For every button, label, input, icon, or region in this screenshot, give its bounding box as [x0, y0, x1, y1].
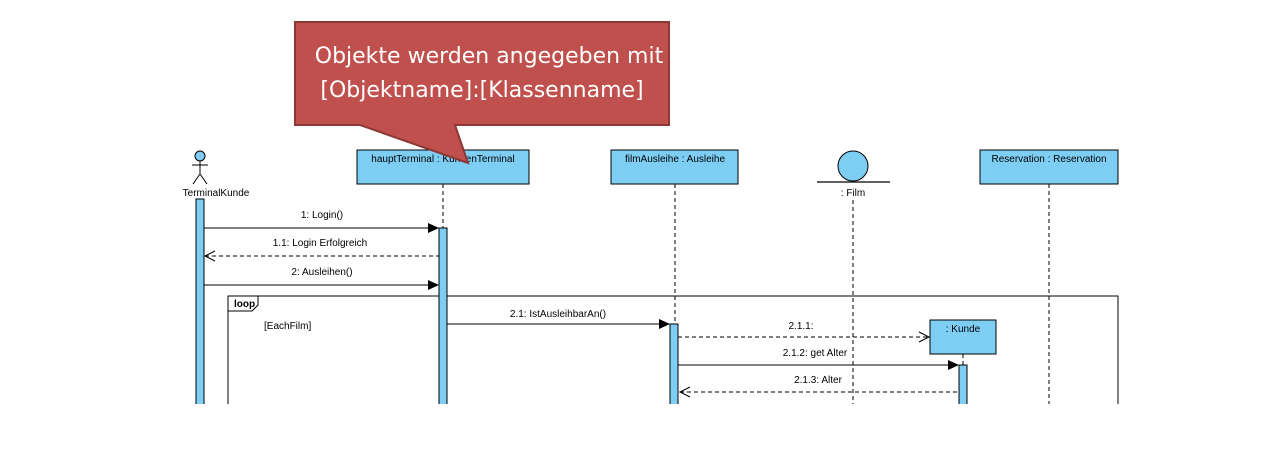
entity-icon: [837, 150, 869, 182]
loop-fragment: loop [EachFilm]: [227, 295, 1119, 404]
actor-left-leg-icon: [192, 173, 201, 185]
message-ausleihen: 2: Ausleihen(): [204, 267, 439, 290]
loop-operator-tab: [227, 295, 259, 312]
callout-line-1: Objekte werden angegeben mit: [315, 44, 664, 69]
actor-right-leg-icon: [199, 173, 208, 185]
filled-arrowhead-icon: [948, 360, 959, 370]
activation-bar: [669, 323, 679, 404]
filled-arrowhead-icon: [428, 280, 439, 290]
callout-line-2: [Objektname]:[Klassenname]: [320, 78, 643, 103]
lifeline-label: : Kunde: [946, 324, 981, 335]
activation-bar: [438, 227, 448, 404]
diagram-body: loop [EachFilm] TerminalKunde hauptTermi…: [183, 149, 1119, 404]
open-arrowhead-icon: [918, 331, 931, 343]
message-label: 2.1.1:: [788, 321, 813, 332]
lifeline-haupt-terminal: hauptTerminal : KundenTerminal: [356, 149, 530, 404]
lifeline-film: : Film: [817, 150, 890, 404]
message-get-alter: 2.1.2: get Alter: [678, 348, 959, 370]
loop-operator-label: loop: [234, 299, 255, 310]
message-label: 1.1: Login Erfolgreich: [273, 238, 368, 249]
lifeline-box: [929, 319, 997, 355]
actor-name: TerminalKunde: [183, 188, 250, 199]
message-label: 2.1.3: Alter: [794, 375, 842, 386]
message-login: 1: Login(): [204, 210, 439, 233]
message-label: 1: Login(): [301, 210, 343, 221]
lifeline-label: Reservation : Reservation: [991, 154, 1106, 165]
message-login-erfolgreich: 1.1: Login Erfolgreich: [203, 238, 439, 262]
lifeline-box: [610, 149, 739, 185]
actor-activation-bar: [195, 198, 205, 404]
lifeline-label: hauptTerminal : KundenTerminal: [371, 154, 514, 165]
open-arrowhead-icon: [678, 386, 691, 398]
filled-arrowhead-icon: [659, 319, 670, 329]
callout-bubble: Objekte werden angegeben mit [Objektname…: [294, 21, 670, 165]
lifeline-label: : Film: [841, 188, 865, 199]
message-alter-return: 2.1.3: Alter: [678, 375, 959, 398]
activation-bar: [958, 364, 968, 404]
lifeline-film-ausleihe: filmAusleihe : Ausleihe: [610, 149, 739, 404]
open-arrowhead-icon: [203, 250, 216, 262]
message-label: 2: Ausleihen(): [291, 267, 352, 278]
actor-head-icon: [194, 150, 206, 162]
loop-guard-label: [EachFilm]: [264, 321, 311, 332]
callout-shape: [294, 21, 670, 165]
lifeline-box: [979, 149, 1119, 185]
message-create-kunde: 2.1.1:: [678, 321, 931, 343]
lifeline-kunde: : Kunde: [929, 319, 997, 404]
filled-arrowhead-icon: [428, 223, 439, 233]
lifeline-label: filmAusleihe : Ausleihe: [625, 154, 725, 165]
lifeline-reservation: Reservation : Reservation: [979, 149, 1119, 404]
message-label: 2.1.2: get Alter: [783, 348, 848, 359]
actor-terminal-kunde: TerminalKunde: [183, 150, 250, 404]
loop-frame: [227, 295, 1119, 404]
message-label: 2.1: IstAusleihbarAn(): [510, 309, 606, 320]
message-ist-ausleihbar-an: 2.1: IstAusleihbarAn(): [447, 309, 670, 329]
